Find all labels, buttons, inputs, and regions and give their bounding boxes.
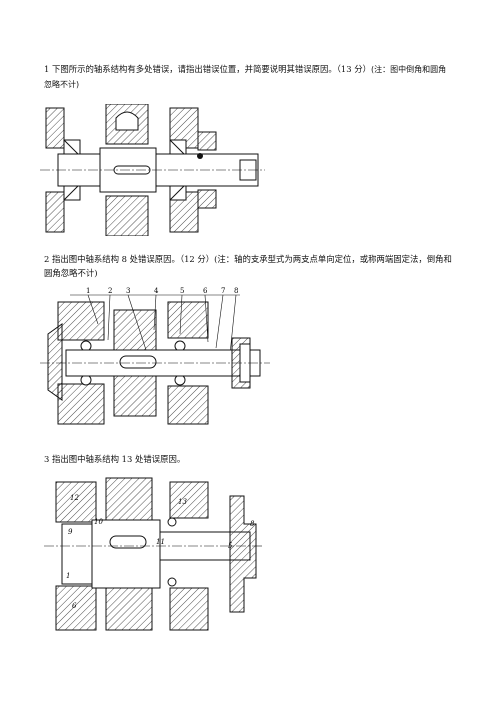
fig2-label-3: 3: [126, 287, 130, 295]
figure-2-shaft-assembly: 1 2 3 4 5 6 7 8: [40, 287, 270, 425]
fig3-label-11: 11: [156, 538, 165, 546]
question-1-text: 1 下图所示的轴系结构有多处错误，请指出错误位置，并简要说明其错误原因。（13 …: [44, 62, 454, 92]
fig3-label-5: 5: [228, 542, 233, 550]
fig2-label-6: 6: [203, 287, 208, 295]
question-3-text: 3 指出图中轴系结构 13 处错误原因。: [44, 452, 454, 466]
figure-3-labels: 12 13 10 9 11 8 5 1 6: [66, 494, 255, 610]
fig2-label-8: 8: [234, 287, 238, 295]
question-1-note: (注：图中倒角和圆角忽略不计): [44, 65, 447, 89]
fig3-label-8: 8: [250, 520, 255, 528]
question-3-prompt: 3 指出图中轴系结构 13 处错误原因。: [44, 454, 186, 464]
fig3-label-9: 9: [68, 528, 73, 536]
fig2-label-4: 4: [154, 287, 159, 295]
fig3-label-13: 13: [178, 498, 187, 506]
figure-3-shaft-assembly: 12 13 10 9 11 8 5 1 6: [44, 477, 262, 631]
figure-1-shaft-assembly: [40, 104, 265, 236]
figure-2-labels: 1 2 3 4 5 6 7 8: [86, 287, 238, 295]
fig3-label-10: 10: [94, 518, 103, 526]
fig2-label-2: 2: [108, 287, 112, 295]
fig3-label-6: 6: [72, 602, 77, 610]
fig3-label-12: 12: [70, 494, 79, 502]
question-2-prompt: 2 指出图中轴系结构 8 处错误原因。（12 分）(注：轴的支承型式为两支点单向…: [44, 254, 452, 278]
fig3-label-1: 1: [66, 572, 70, 580]
fig2-label-5: 5: [180, 287, 184, 295]
question-1-prompt: 1 下图所示的轴系结构有多处错误，请指出错误位置，并简要说明其错误原因。（13 …: [44, 64, 371, 74]
fig2-label-1: 1: [86, 287, 90, 295]
fig2-label-7: 7: [221, 287, 225, 295]
question-2-text: 2 指出图中轴系结构 8 处错误原因。（12 分）(注：轴的支承型式为两支点单向…: [44, 252, 454, 280]
